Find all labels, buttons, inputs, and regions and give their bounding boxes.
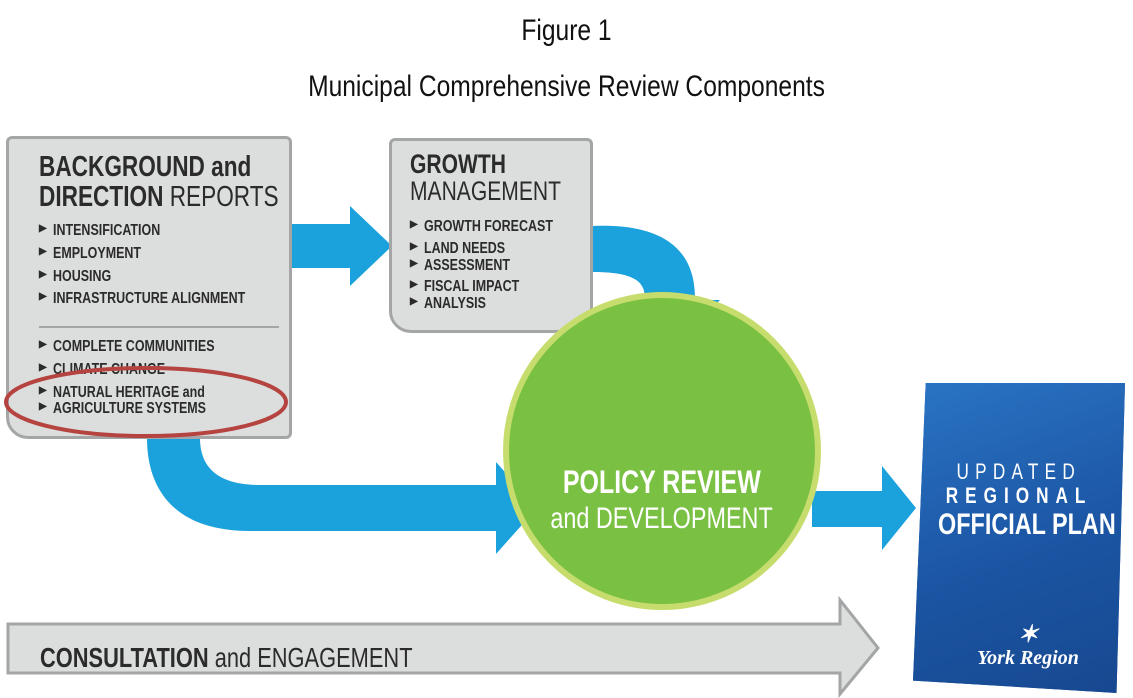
list-item: GROWTH FORECAST — [410, 218, 589, 236]
plan-line2: REGIONAL — [945, 483, 1093, 508]
growth-heading-light: MANAGEMENT — [410, 176, 561, 206]
background-items-group-1: INTENSIFICATION EMPLOYMENT HOUSING INFRA… — [39, 222, 300, 308]
consultation-arrow — [6, 595, 880, 698]
plan-cover-background — [913, 383, 1125, 693]
york-region-logo: ✶ York Region — [973, 623, 1083, 670]
york-logo-text: York Region — [977, 647, 1079, 669]
list-item: EMPLOYMENT — [39, 245, 300, 263]
divider — [39, 326, 279, 328]
arrow-background-to-growth — [292, 206, 392, 286]
list-item: LAND NEEDS — [410, 240, 589, 258]
arrow-background-to-policy — [147, 438, 537, 554]
consultation-bold: CONSULTATION — [40, 642, 209, 673]
growth-items: GROWTH FORECAST LAND NEEDS ASSESSMENT FI… — [410, 218, 589, 313]
list-item: COMPLETE COMMUNITIES — [39, 338, 260, 356]
list-item: FISCAL IMPACT — [410, 279, 589, 296]
figure-subtitle: Municipal Comprehensive Review Component… — [308, 70, 825, 103]
consultation-label: CONSULTATION and ENGAGEMENT — [40, 642, 518, 674]
plan-line3: OFFICIAL PLAN — [938, 508, 1116, 541]
policy-line1: POLICY REVIEW — [563, 464, 761, 500]
list-item: INFRASTRUCTURE ALIGNMENT — [39, 291, 300, 308]
arrow-policy-to-plan — [812, 466, 916, 550]
list-item: HOUSING — [39, 268, 300, 286]
consultation-light: and ENGAGEMENT — [208, 642, 413, 673]
list-item-continued: ASSESSMENT — [410, 257, 589, 275]
list-item: INTENSIFICATION — [39, 222, 300, 240]
highlight-ellipse — [4, 366, 288, 438]
figure-title: Figure 1 — [521, 14, 612, 47]
york-star-icon: ✶ — [1017, 622, 1039, 648]
background-heading-line1: BACKGROUND and — [39, 151, 252, 183]
policy-line2: and DEVELOPMENT — [550, 502, 774, 535]
official-plan-cover: UPDATED REGIONAL OFFICIAL PLAN ✶ York Re… — [913, 383, 1125, 693]
growth-management-box: GROWTH MANAGEMENT GROWTH FORECAST LAND N… — [389, 138, 593, 333]
list-item-continued: AGRICULTURE SYSTEMS — [39, 401, 260, 418]
list-item-continued: ANALYSIS — [410, 295, 589, 313]
growth-heading-bold: GROWTH — [410, 149, 506, 179]
list-item: NATURAL HERITAGE and — [39, 384, 260, 402]
background-heading-line2-light: REPORTS — [163, 181, 279, 213]
background-heading-line2-bold: DIRECTION — [39, 181, 164, 213]
plan-line1: UPDATED — [956, 459, 1082, 484]
policy-review-circle: POLICY REVIEW and DEVELOPMENT — [503, 292, 821, 610]
